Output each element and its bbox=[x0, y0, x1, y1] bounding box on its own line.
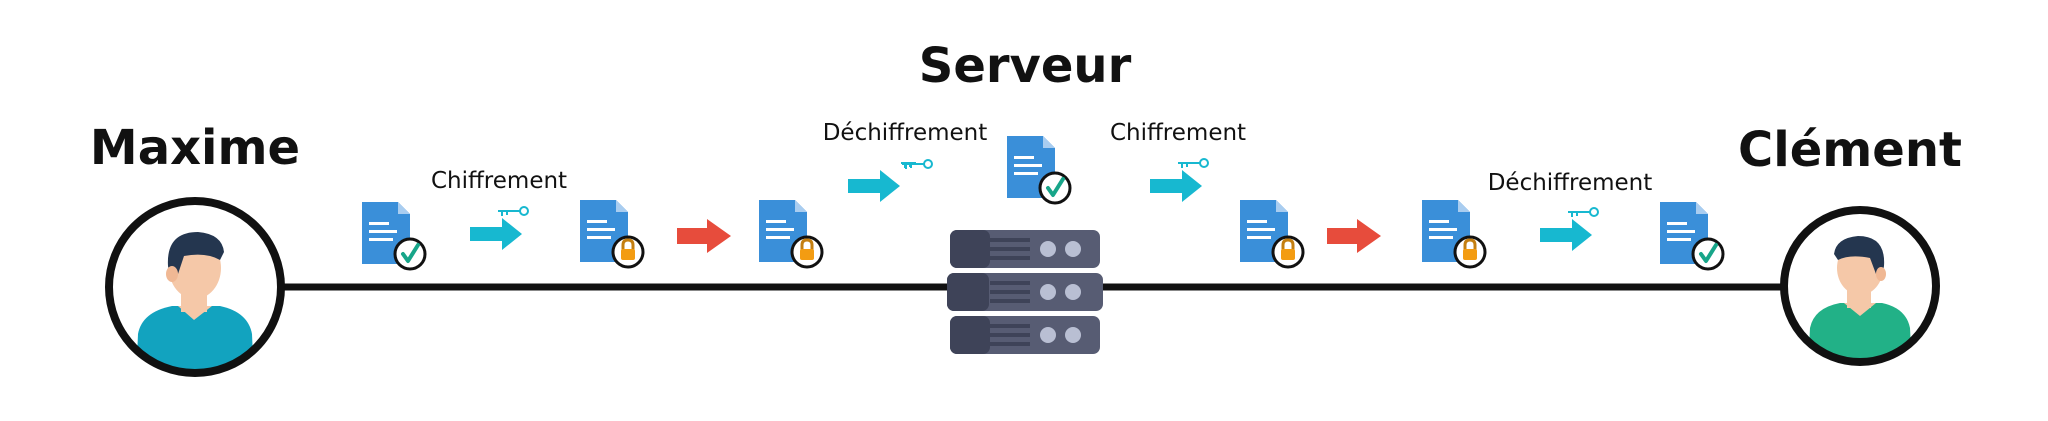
server-unit-top bbox=[950, 230, 1100, 268]
arrow-right-icon bbox=[1540, 219, 1592, 251]
lock-icon bbox=[611, 235, 645, 269]
arrow-right-icon bbox=[470, 218, 522, 250]
document-decrypted-server bbox=[1007, 136, 1072, 205]
person-icon bbox=[1808, 236, 1912, 361]
person-icon bbox=[136, 232, 254, 372]
check-icon bbox=[393, 237, 427, 271]
decrypt-key-1 bbox=[902, 159, 933, 169]
server-unit-middle bbox=[947, 273, 1103, 311]
lock-icon bbox=[1271, 235, 1305, 269]
arrow-right-icon bbox=[677, 219, 731, 253]
arrow-right-icon bbox=[1327, 219, 1381, 253]
key-icon bbox=[498, 206, 529, 216]
left-user-name: Maxime bbox=[89, 120, 301, 176]
document-encrypted-4 bbox=[1422, 200, 1487, 269]
key-icon bbox=[902, 159, 933, 169]
key-icon bbox=[1568, 207, 1599, 217]
check-icon bbox=[1038, 171, 1072, 205]
decrypt-arrow-2 bbox=[1540, 207, 1599, 251]
document-decrypted-2 bbox=[1660, 202, 1725, 271]
check-icon bbox=[1691, 237, 1725, 271]
maxime-avatar bbox=[105, 197, 285, 377]
document-decrypted-1 bbox=[362, 202, 427, 271]
transfer-arrow-2 bbox=[1327, 219, 1381, 253]
server-title: Serveur bbox=[918, 38, 1132, 94]
encrypt-arrow-2 bbox=[1150, 158, 1209, 202]
document-encrypted-2 bbox=[759, 200, 824, 269]
step-label-decrypt-1: Déchiffrement bbox=[822, 120, 988, 146]
step-label-encrypt-2: Chiffrement bbox=[1109, 120, 1247, 146]
arrow-right-icon bbox=[1150, 170, 1202, 202]
clement-avatar bbox=[1780, 206, 1940, 366]
document-encrypted-1 bbox=[580, 200, 645, 269]
server-icon bbox=[947, 230, 1103, 354]
encrypt-arrow-1 bbox=[470, 206, 529, 250]
document-encrypted-3 bbox=[1240, 200, 1305, 269]
right-user-name: Clément bbox=[1738, 122, 1962, 178]
server-unit-bottom bbox=[950, 316, 1100, 354]
step-label-encrypt-1: Chiffrement bbox=[430, 168, 568, 194]
transfer-arrow-1 bbox=[677, 219, 731, 253]
arrow-right-icon bbox=[848, 170, 900, 202]
lock-icon bbox=[790, 235, 824, 269]
step-label-decrypt-2: Déchiffrement bbox=[1487, 170, 1653, 196]
lock-icon bbox=[1453, 235, 1487, 269]
key-icon bbox=[1178, 158, 1209, 168]
